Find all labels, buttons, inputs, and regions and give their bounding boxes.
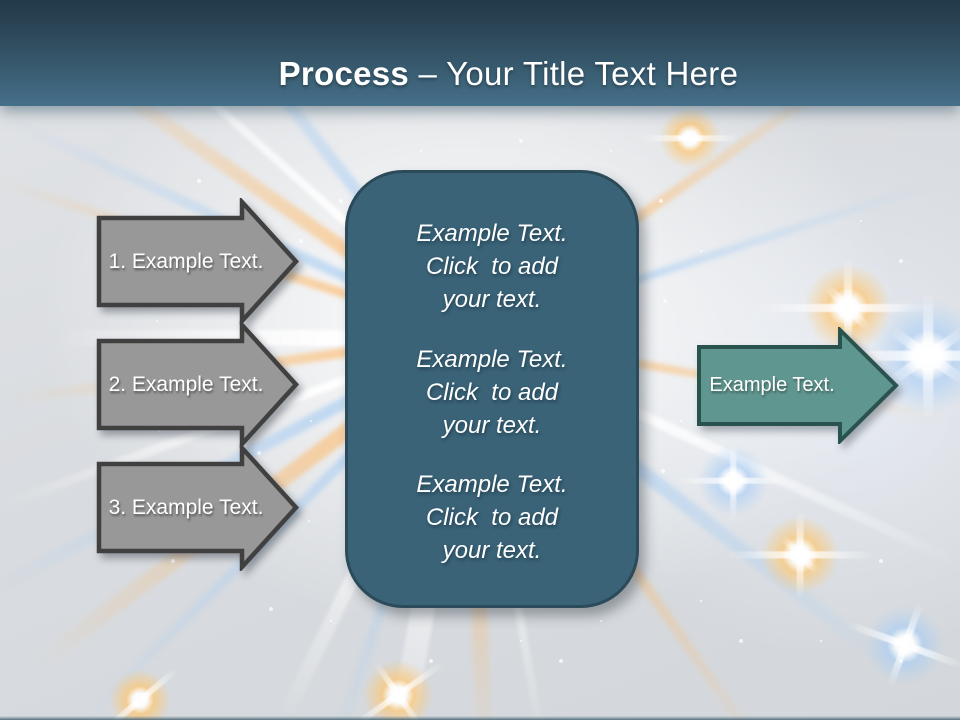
panel-line: Click to add: [425, 504, 559, 531]
panel-line: Example Text.: [416, 345, 568, 373]
arrow-right-shape: [96, 321, 300, 448]
arrow-right-polygon: [96, 321, 300, 448]
arrow-right-polygon: [96, 444, 300, 571]
arrow-right-polygon: [697, 327, 899, 444]
panel-line: your text.: [442, 286, 542, 313]
panel-line: Example Text.: [416, 220, 568, 247]
panel-line: Click to add: [425, 378, 559, 406]
title-rest: – Your Title Text Here: [409, 55, 739, 92]
bottom-accent-bar: [0, 716, 960, 720]
step-label: 1. Example Text.: [108, 249, 264, 273]
panel-line: your text.: [442, 411, 542, 439]
step-arrow-1[interactable]: 1. Example Text.: [96, 198, 300, 325]
panel-text-block-3: Example Text. Click to add your text.: [362, 468, 622, 567]
title-emphasis: Process: [278, 55, 410, 92]
slide-header: Process – Your Title Text Here: [0, 0, 960, 106]
arrow-right-shape: [96, 198, 300, 325]
output-arrow[interactable]: Example Text.: [696, 327, 900, 444]
step-arrow-3[interactable]: 3. Example Text.: [96, 444, 300, 571]
content-panel[interactable]: Example Text. Click to add your text. Ex…: [345, 170, 639, 608]
panel-line: your text.: [442, 537, 542, 564]
arrow-right-shape: [697, 327, 899, 444]
arrow-right-polygon: [96, 198, 300, 325]
arrow-right-shape: [96, 444, 300, 571]
step-label: 3. Example Text.: [108, 495, 264, 519]
panel-line: Example Text.: [416, 471, 568, 498]
panel-line: Click to add: [425, 253, 559, 280]
panel-text-block-1: Example Text. Click to add your text.: [362, 217, 622, 316]
output-arrow-label: Example Text.: [709, 374, 835, 396]
step-arrow-2[interactable]: 2. Example Text.: [96, 321, 300, 448]
page-title: Process – Your Title Text Here: [222, 17, 739, 131]
panel-text-block-2: Example Text. Click to add your text.: [362, 343, 622, 442]
step-label: 2. Example Text.: [108, 372, 264, 396]
